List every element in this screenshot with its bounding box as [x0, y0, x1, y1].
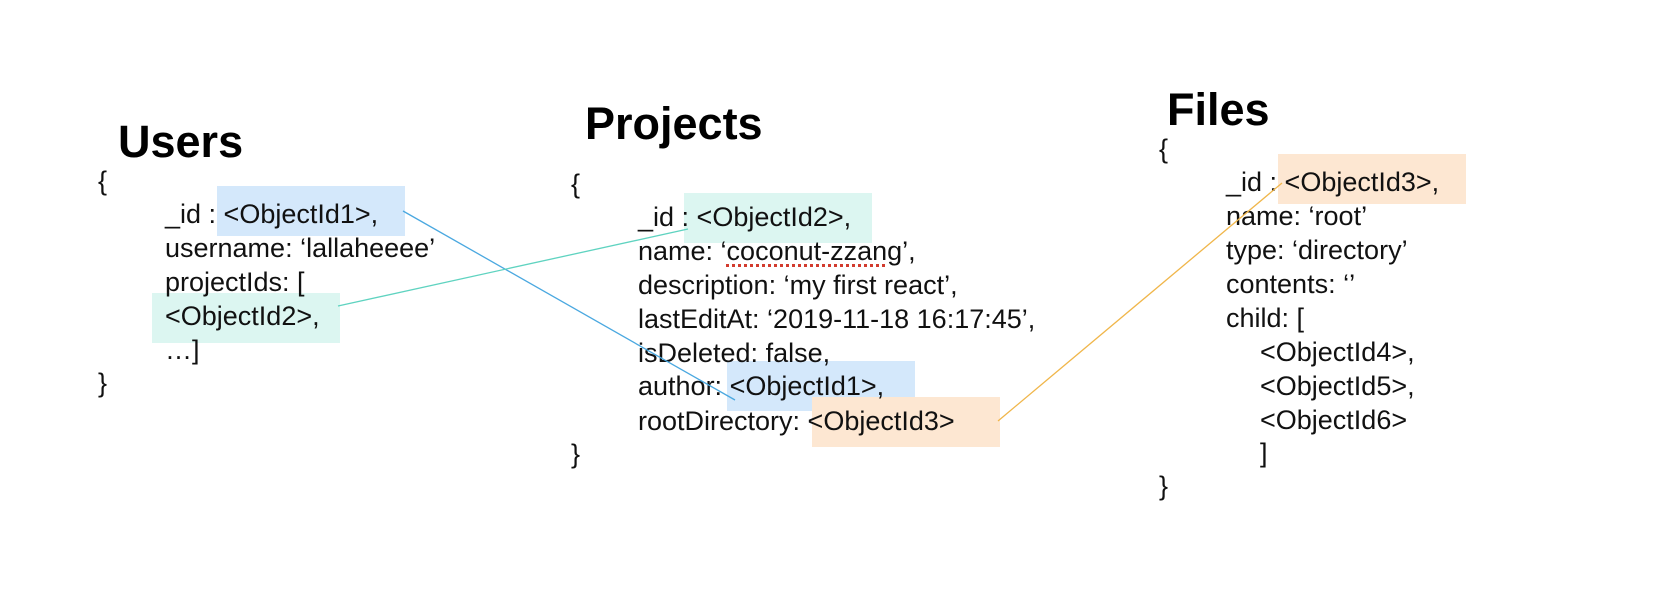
files-title: Files — [1167, 84, 1270, 135]
projects-name-prefix: name: ‘ — [638, 236, 727, 266]
projects-description-line: description: ‘my first react’, — [638, 270, 958, 300]
projects-rootdirectory-line: rootDirectory: <ObjectId3> — [638, 408, 955, 435]
projects-id-key: _id : — [638, 202, 697, 232]
files-id-value: <ObjectId3>, — [1284, 167, 1440, 197]
users-title: Users — [118, 116, 244, 167]
users-id-line: _id : <ObjectId1>, — [165, 201, 378, 228]
users-projectids-item: <ObjectId2>, — [165, 301, 320, 331]
files-id-highlight — [1278, 154, 1466, 204]
files-type-line: type: ‘directory’ — [1226, 235, 1408, 265]
users-id-key: _id : — [165, 199, 224, 229]
files-open-brace: { — [1159, 134, 1169, 164]
projects-isdeleted-line: isDeleted: false, — [638, 338, 831, 368]
users-username-line: username: ‘lallaheeee’ — [165, 233, 436, 263]
users-projectids-key: projectIds: [ — [165, 267, 305, 297]
projects-author-key: author: — [638, 371, 730, 401]
projects-name-value: coconut-zzang — [726, 236, 903, 266]
files-name-line: name: ‘root’ — [1226, 201, 1368, 231]
projects-lasteditat-line: lastEditAt: ‘2019-11-18 16:17:45’, — [638, 304, 1036, 334]
files-child-item-2: <ObjectId5>, — [1260, 371, 1415, 401]
users-id-highlight — [217, 186, 405, 236]
projects-name-line: name: ‘coconut-zzang’, — [638, 238, 916, 265]
projects-rootdirectory-key: rootDirectory: — [638, 406, 808, 436]
projects-author-line: author: <ObjectId1>, — [638, 373, 884, 400]
projects-open-brace: { — [571, 169, 581, 199]
projects-name-suffix: ’, — [902, 236, 916, 266]
projects-close-brace: } — [571, 439, 581, 469]
projects-rootdirectory-highlight — [812, 397, 1000, 447]
users-open-brace: { — [98, 166, 108, 196]
projects-author-value: <ObjectId1>, — [729, 371, 885, 401]
projects-title: Projects — [585, 98, 763, 149]
projects-id-value: <ObjectId2>, — [696, 202, 852, 232]
users-id-value: <ObjectId1>, — [223, 199, 379, 229]
projects-rootdirectory-value: <ObjectId3> — [807, 406, 955, 436]
projects-id-line: _id : <ObjectId2>, — [638, 204, 851, 231]
files-child-key: child: [ — [1226, 303, 1305, 333]
files-child-end: ] — [1260, 438, 1268, 468]
files-id-line: _id : <ObjectId3>, — [1226, 169, 1439, 196]
files-child-item-3: <ObjectId6> — [1260, 405, 1408, 435]
users-projectids-end: …] — [165, 335, 200, 365]
files-contents-line: contents: ‘’ — [1226, 269, 1356, 299]
files-child-item-1: <ObjectId4>, — [1260, 337, 1415, 367]
files-close-brace: } — [1159, 471, 1169, 501]
files-id-key: _id : — [1226, 167, 1285, 197]
users-projectid-highlight — [152, 293, 340, 343]
users-close-brace: } — [98, 368, 108, 398]
